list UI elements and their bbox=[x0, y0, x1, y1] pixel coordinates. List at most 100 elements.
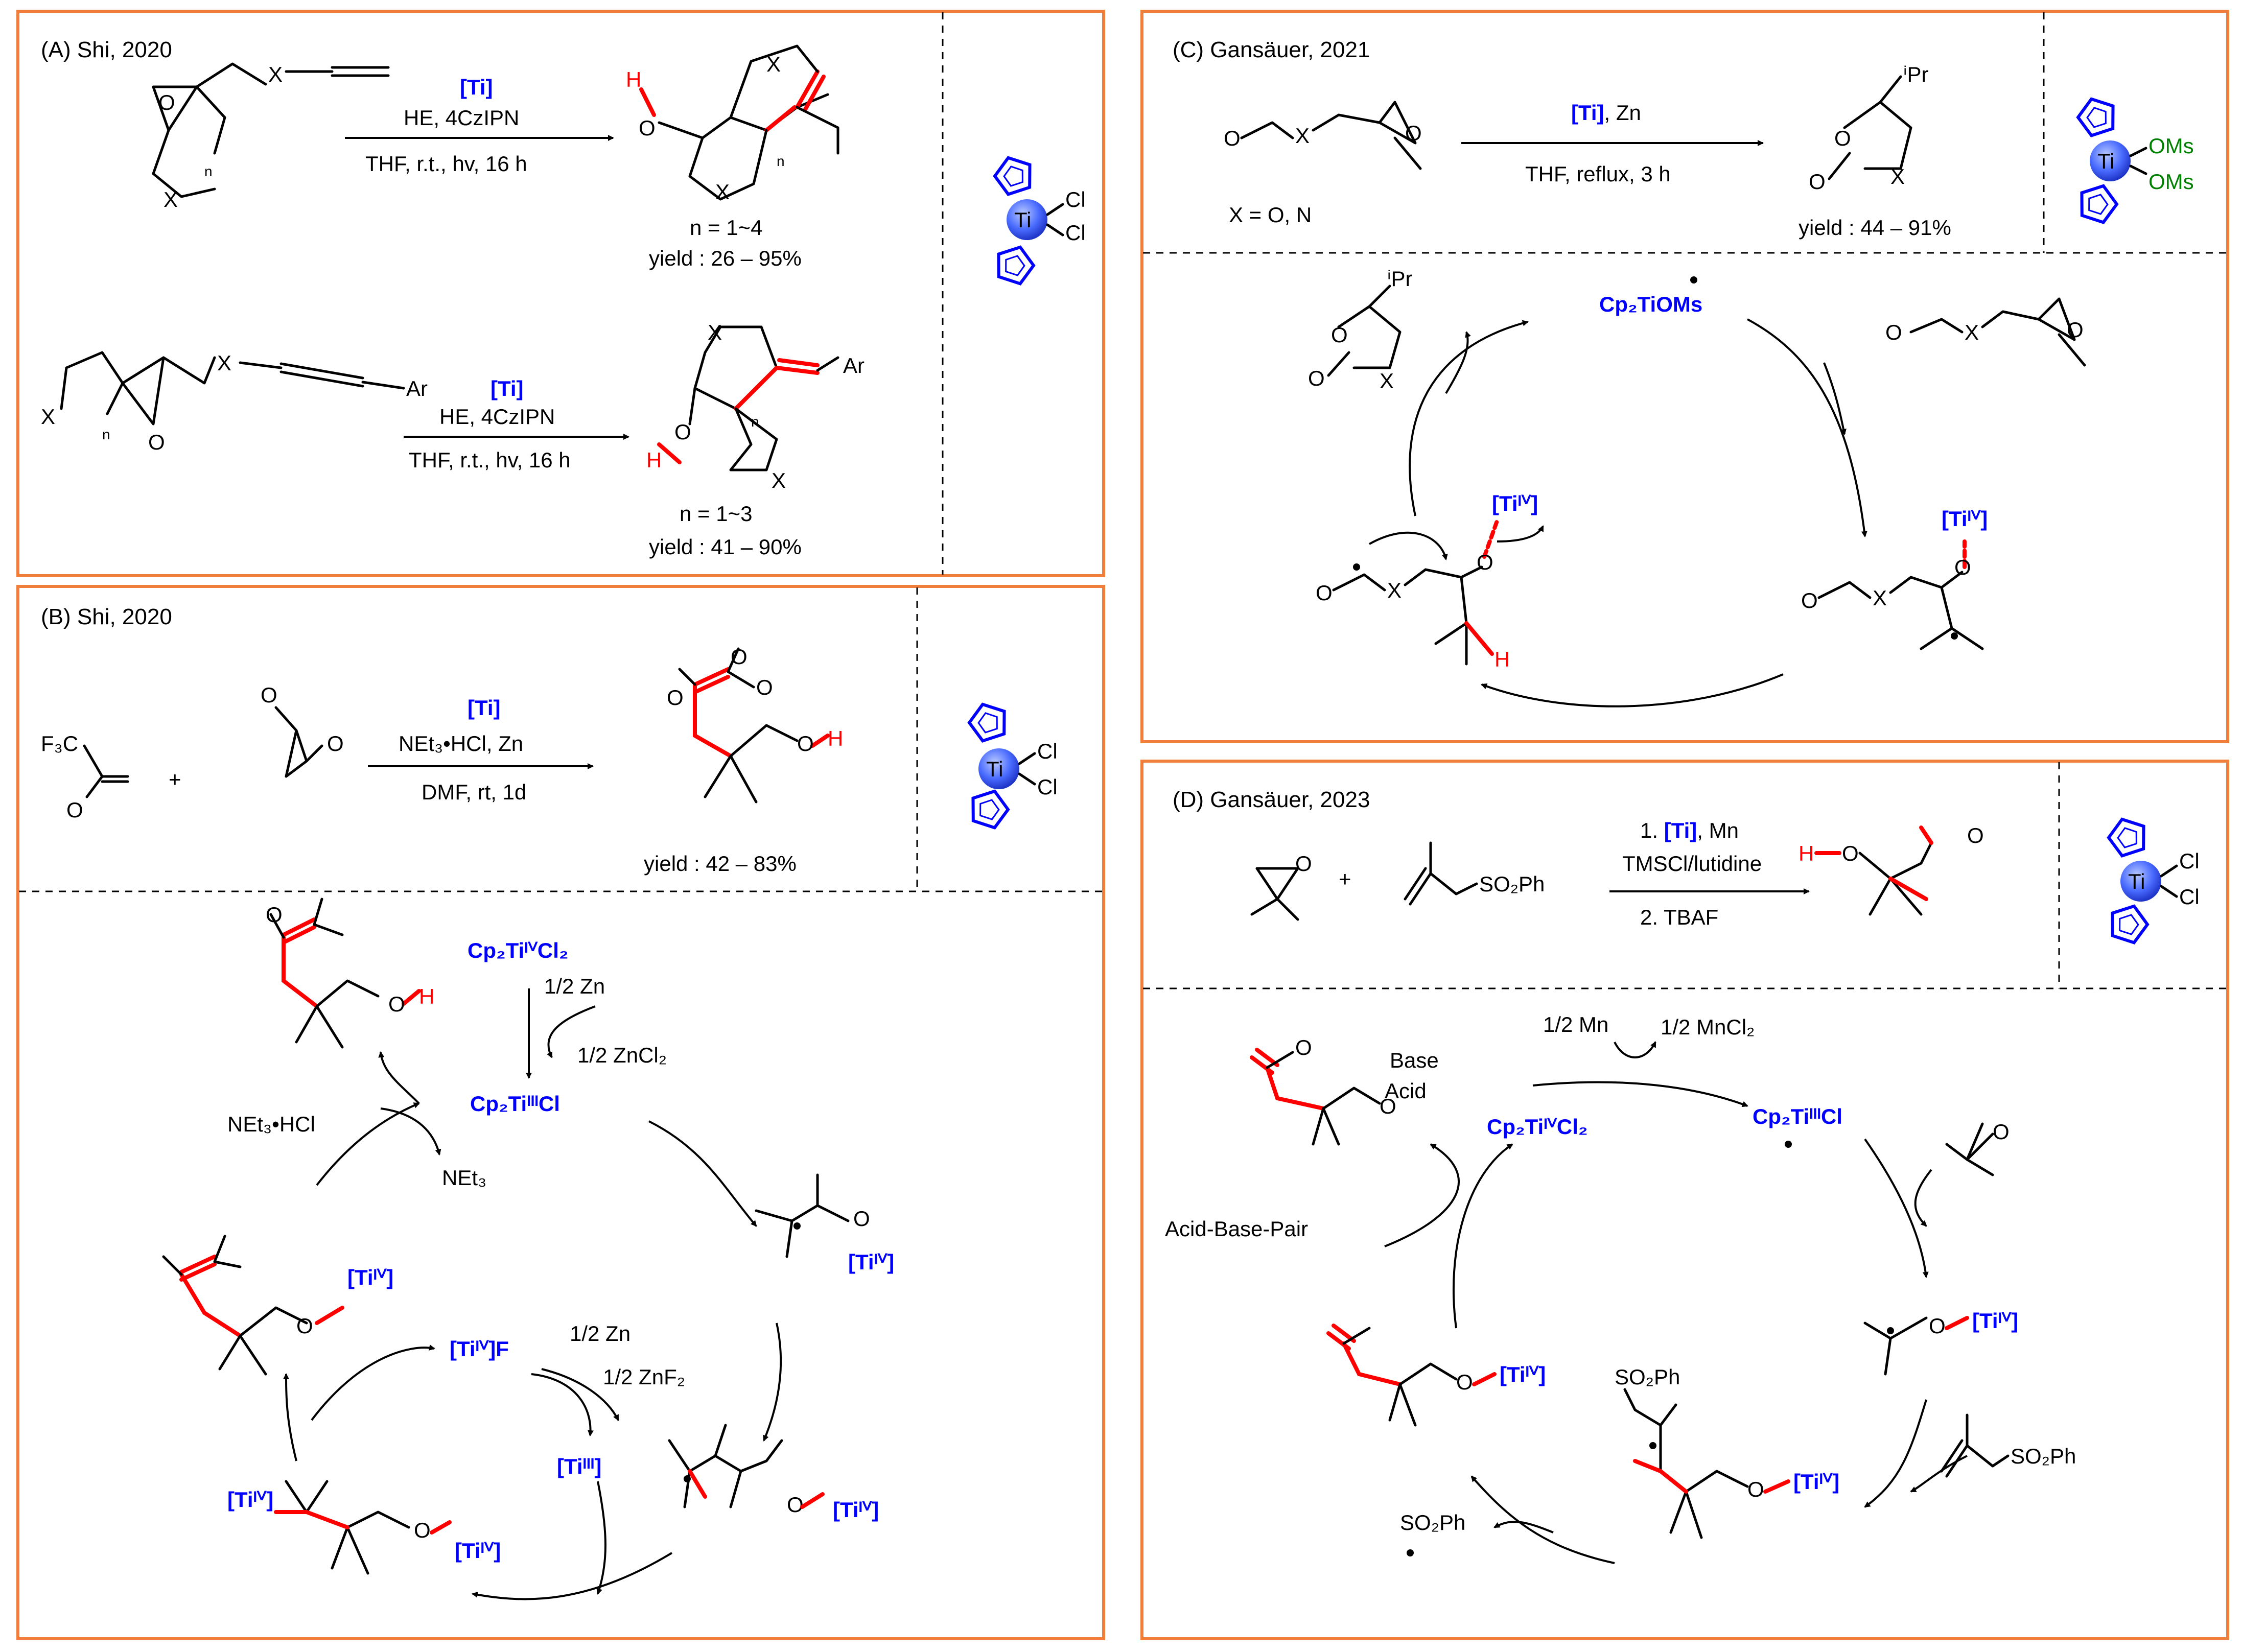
panel-c-yield: yield : 44 – 91% bbox=[1799, 216, 1951, 240]
svg-text:O: O bbox=[1477, 550, 1493, 574]
svg-text:Acid-Base-Pair: Acid-Base-Pair bbox=[1165, 1217, 1308, 1241]
panel-a-cond-2a: HE, 4CzIPN bbox=[439, 405, 555, 429]
svg-text:[Tiᴵⱽ]: [Tiᴵⱽ] bbox=[1492, 491, 1538, 515]
svg-text:OMs: OMs bbox=[2148, 134, 2194, 158]
panel-a-cond-1b: THF, r.t., hv, 16 h bbox=[365, 152, 527, 176]
svg-text:O: O bbox=[1295, 1035, 1312, 1059]
svg-text:n: n bbox=[751, 414, 759, 430]
svg-text:[Tiᴵⱽ]: [Tiᴵⱽ] bbox=[347, 1265, 393, 1289]
svg-text:[Tiᴵⱽ]: [Tiᴵⱽ] bbox=[1500, 1362, 1546, 1386]
panel-c-conditions-bottom: THF, reflux, 3 h bbox=[1525, 162, 1671, 186]
svg-text:Ti: Ti bbox=[2097, 149, 2114, 173]
panel-b-titanocene: Ti Cl Cl bbox=[965, 699, 1058, 830]
svg-text:Cl: Cl bbox=[2179, 885, 2200, 909]
panel-d-epoxide: O bbox=[1250, 852, 1312, 921]
panel-d-header: (D) Gansäuer, 2023 bbox=[1173, 787, 1370, 812]
panel-a-product-1: H O X X n bbox=[626, 44, 839, 204]
svg-text:O: O bbox=[639, 116, 656, 140]
svg-text:n: n bbox=[777, 153, 785, 169]
panel-a-n-1: n = 1~4 bbox=[690, 216, 762, 240]
panel-d-sulfone: SO₂Ph bbox=[1404, 841, 1545, 906]
panel-b-cycle: O O H O O O O Cp₂TiᴵⱽCl₂ 1/2 Zn 1/2 ZnCl… bbox=[162, 898, 894, 1600]
svg-text:F₃C: F₃C bbox=[41, 731, 78, 756]
svg-text:H: H bbox=[419, 984, 434, 1008]
svg-text:O: O bbox=[388, 992, 405, 1016]
svg-text:[Tiᴵⱽ]: [Tiᴵⱽ] bbox=[833, 1498, 879, 1522]
svg-text:1/2 ZnF₂: 1/2 ZnF₂ bbox=[603, 1365, 685, 1389]
svg-text:OMs: OMs bbox=[2148, 170, 2194, 194]
svg-text:O: O bbox=[667, 686, 684, 710]
svg-text:[Tiᴵⱽ]F: [Tiᴵⱽ]F bbox=[450, 1337, 509, 1361]
panel-a-product-2: X Ar O H X n bbox=[646, 320, 865, 492]
svg-text:H: H bbox=[1799, 841, 1814, 865]
svg-text:Cp₂TiᴵⱽCl₂: Cp₂TiᴵⱽCl₂ bbox=[1487, 1115, 1588, 1139]
svg-text:ⁱPr: ⁱPr bbox=[1903, 62, 1929, 86]
svg-text:O: O bbox=[261, 683, 277, 707]
svg-text:Ar: Ar bbox=[406, 376, 428, 400]
panel-d-cond-3: 2. TBAF bbox=[1640, 905, 1718, 929]
svg-text:O: O bbox=[853, 1207, 870, 1231]
svg-text:O: O bbox=[1308, 366, 1325, 390]
svg-text:Ti: Ti bbox=[2128, 869, 2145, 893]
svg-text:Cl: Cl bbox=[1065, 187, 1086, 211]
svg-text:H: H bbox=[828, 726, 843, 750]
svg-text:NEt₃: NEt₃ bbox=[442, 1166, 486, 1190]
svg-text:X: X bbox=[1965, 320, 1979, 344]
panel-d-cycle: 1/2 Mn 1/2 MnCl₂ Cp₂TiᴵⱽCl₂ Cp₂TiᴵᴵᴵCl B… bbox=[1165, 1012, 2076, 1564]
svg-text:Ar: Ar bbox=[843, 353, 865, 377]
svg-text:H: H bbox=[646, 448, 662, 472]
svg-text:X: X bbox=[164, 187, 178, 211]
panel-a-header: (A) Shi, 2020 bbox=[41, 37, 172, 62]
svg-text:O: O bbox=[1834, 126, 1851, 150]
svg-text:O: O bbox=[1331, 323, 1348, 347]
svg-text:SO₂Ph: SO₂Ph bbox=[1479, 872, 1545, 896]
panel-b-cond-1: NEt₃•HCl, Zn bbox=[399, 731, 523, 756]
svg-text:Cl: Cl bbox=[1037, 739, 1058, 763]
svg-text:1/2 Zn: 1/2 Zn bbox=[544, 974, 605, 998]
panel-a-frame bbox=[16, 10, 1105, 577]
svg-text:O: O bbox=[1801, 588, 1818, 612]
panel-d-plus: + bbox=[1339, 867, 1351, 891]
svg-text:X: X bbox=[772, 468, 786, 492]
svg-text:SO₂Ph: SO₂Ph bbox=[1400, 1511, 1465, 1535]
panel-c-substrate: O X O bbox=[1224, 101, 1422, 170]
panel-b-header: (B) Shi, 2020 bbox=[41, 604, 172, 629]
svg-text:Cp₂TiᴵᴵᴵCl: Cp₂TiᴵᴵᴵCl bbox=[470, 1092, 560, 1116]
svg-text:[Tiᴵⱽ]: [Tiᴵⱽ] bbox=[227, 1488, 273, 1512]
panel-b-frame bbox=[16, 585, 1105, 1640]
svg-text:[Tiᴵⱽ]: [Tiᴵⱽ] bbox=[455, 1539, 501, 1563]
svg-text:Ti: Ti bbox=[986, 757, 1003, 781]
svg-text:O: O bbox=[1456, 1370, 1473, 1394]
svg-text:1/2 Zn: 1/2 Zn bbox=[570, 1321, 630, 1346]
panel-a-substrate-1: O X X n bbox=[152, 62, 390, 211]
svg-text:[Tiᴵⱽ]: [Tiᴵⱽ] bbox=[1972, 1309, 2018, 1333]
svg-text:Acid: Acid bbox=[1385, 1079, 1427, 1103]
svg-text:O: O bbox=[1747, 1477, 1764, 1501]
panel-c-product: ⁱPr O X O bbox=[1809, 62, 1929, 194]
panel-d-cond-2: TMSCl/lutidine bbox=[1622, 852, 1762, 876]
svg-text:O: O bbox=[674, 420, 691, 444]
panel-b-yield: yield : 42 – 83% bbox=[644, 852, 797, 876]
svg-text:X: X bbox=[217, 351, 231, 375]
panel-c-cycle: Cp₂TiOMs ⁱPr O X O O X O O X O [Tiᴵⱽ] O … bbox=[1308, 267, 2086, 707]
svg-text:X: X bbox=[1873, 586, 1887, 610]
svg-text:X: X bbox=[1387, 578, 1402, 602]
panel-a-cat-1: [Ti] bbox=[460, 75, 493, 99]
svg-text:O: O bbox=[787, 1493, 804, 1517]
panel-d-titanocene: Ti Cl Cl bbox=[2105, 814, 2200, 945]
svg-text:O: O bbox=[296, 1314, 313, 1338]
svg-text:O: O bbox=[158, 90, 175, 114]
svg-text:X: X bbox=[268, 62, 283, 86]
svg-text:O: O bbox=[1954, 555, 1971, 579]
svg-text:O: O bbox=[148, 430, 165, 454]
svg-text:Cp₂TiᴵⱽCl₂: Cp₂TiᴵⱽCl₂ bbox=[468, 938, 569, 962]
svg-text:O: O bbox=[1295, 852, 1312, 876]
svg-text:O: O bbox=[797, 731, 814, 756]
panel-b-substrate-epoxide: O O bbox=[261, 683, 344, 778]
svg-text:O: O bbox=[327, 731, 344, 756]
panel-b-substrate-alkene: F₃C O bbox=[41, 731, 129, 822]
svg-text:[Tiᴵⱽ]: [Tiᴵⱽ] bbox=[848, 1250, 894, 1274]
svg-text:X: X bbox=[1295, 124, 1310, 148]
svg-text:O: O bbox=[731, 645, 748, 669]
svg-text:O: O bbox=[1224, 126, 1241, 150]
